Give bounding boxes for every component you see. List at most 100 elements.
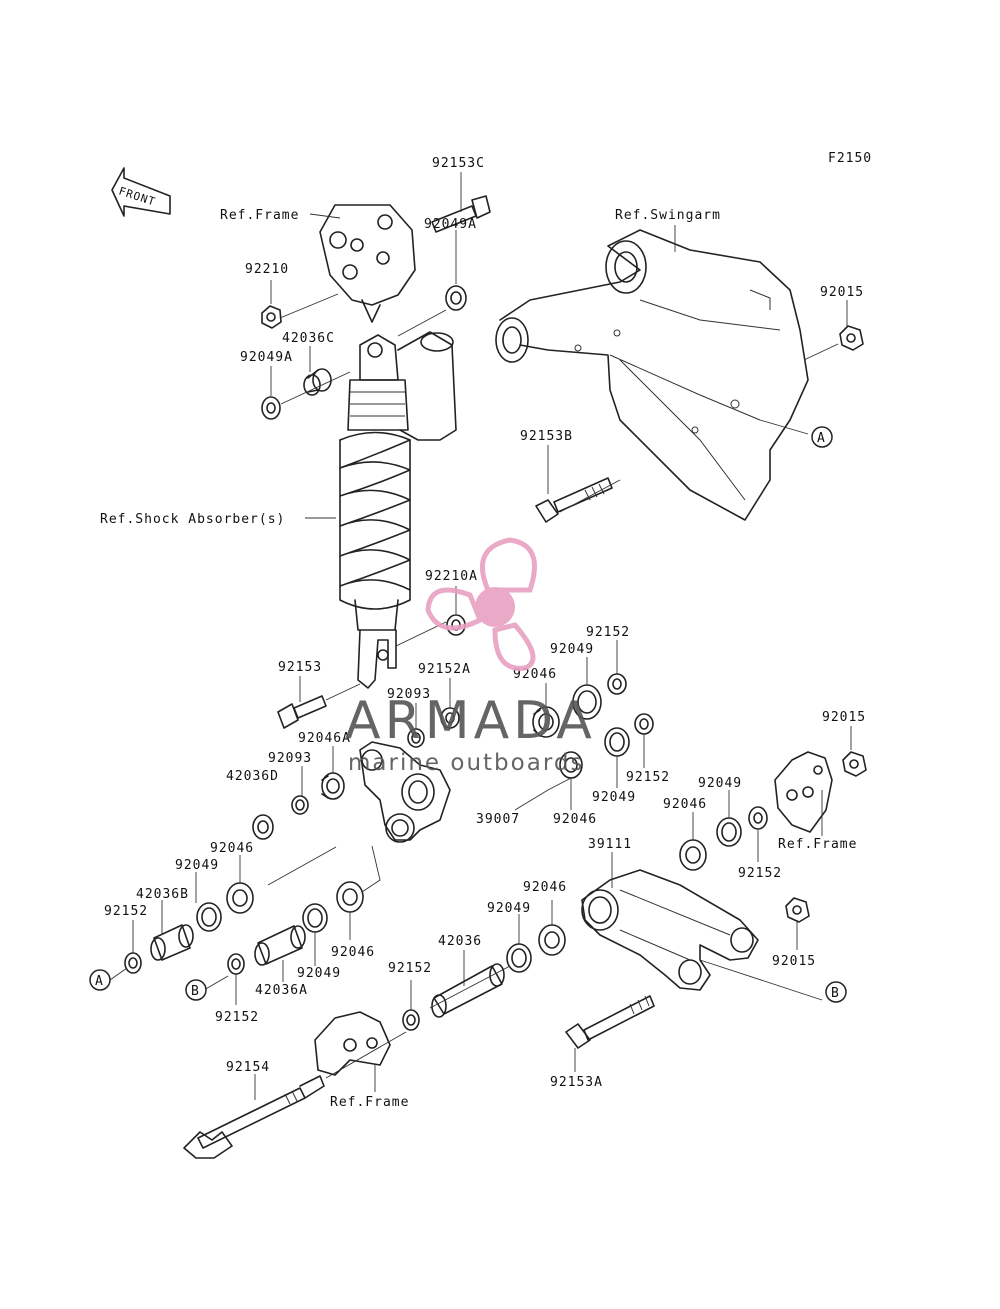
leader-lines [109,172,852,1100]
ref-circle-b1: B [185,979,207,1001]
label-92210: 92210 [245,262,289,277]
swingarm [495,229,809,521]
label-92049-lower: 92049 [487,901,531,916]
label-92046-mid: 92046 [513,667,557,682]
frame-bracket-bottom [314,1011,391,1076]
collar-42036B [150,924,194,961]
seal-92049A-left [261,396,281,420]
washer-92152-top [607,673,627,695]
label-92152-bottom: 92152 [215,1010,259,1025]
label-ref-swingarm: Ref.Swingarm [615,208,721,223]
seal-92049A-top [445,285,467,311]
washer-92152-left [124,952,142,974]
seal-92049-right [716,817,742,847]
svg-text:B: B [191,984,200,999]
watermark-tagline: marine outboards [348,750,584,776]
figure-code: F2150 [828,151,872,166]
label-92049-mid2: 92049 [592,790,636,805]
label-ref-frame-top: Ref.Frame [220,208,299,223]
svg-text:A: A [95,974,104,989]
washer-92093-b [291,795,309,815]
label-42036D: 42036D [226,769,279,784]
label-ref-frame-bottom: Ref.Frame [330,1095,409,1110]
label-92093-a: 92093 [387,687,431,702]
label-92046-lower: 92046 [523,880,567,895]
label-92210A: 92210A [425,569,478,584]
label-92046-right: 92046 [663,797,707,812]
label-92152-mid: 92152 [626,770,670,785]
collar-42036A [254,925,306,966]
washer-92152-mid [634,713,654,735]
watermark: ARMADA marine outboards [345,537,596,776]
label-92152-right: 92152 [738,866,782,881]
bolt-92153B [535,477,613,523]
tie-rod-39111 [581,869,759,991]
label-92046A: 92046A [298,731,351,746]
label-92046-mid2: 92046 [553,812,597,827]
label-92015-right: 92015 [822,710,866,725]
shock-absorber [339,331,457,689]
frame-bracket-right [774,751,833,833]
label-92049-right: 92049 [698,776,742,791]
washer-92152-b2 [227,953,245,975]
nut-92015-top [839,325,864,351]
label-92046-left: 92046 [210,841,254,856]
bolt-92153C [431,195,491,233]
seal-92049-left [196,902,222,932]
ref-circle-b2: B [825,981,847,1003]
label-92049-b2: 92049 [297,966,341,981]
seal-92049-lower [506,943,532,973]
shaft-92154 [183,1075,325,1159]
label-92049-left: 92049 [175,858,219,873]
label-42036B: 42036B [136,887,189,902]
bolt-92153 [277,695,327,729]
label-92093-b: 92093 [268,751,312,766]
bearing-92046-left [226,882,254,914]
label-ref-shock: Ref.Shock Absorber(s) [100,512,285,527]
propeller-logo-icon [425,537,537,671]
ref-circle-a2: A [89,969,111,991]
bearing-92046-lower [538,924,566,956]
ref-circle-a1: A [811,426,833,448]
label-92152-low: 92152 [388,961,432,976]
label-92153: 92153 [278,660,322,675]
svg-text:A: A [817,431,826,446]
label-92153C: 92153C [432,156,485,171]
collar-42036D [252,814,274,840]
label-39007: 39007 [476,812,520,827]
label-92152A: 92152A [418,662,471,677]
nut-92210 [261,305,282,329]
label-39111: 39111 [588,837,632,852]
svg-text:B: B [831,986,840,1001]
front-arrow-icon: FRONT [111,167,171,217]
rocker-arm-39007 [359,741,451,843]
label-92015-low: 92015 [772,954,816,969]
nut-92015-right [842,751,867,777]
bearing-92046-right [679,839,707,871]
label-42036A: 42036A [255,983,308,998]
label-42036: 42036 [438,934,482,949]
label-ref-frame-right: Ref.Frame [778,837,857,852]
frame-bracket-top [319,204,416,323]
part-labels: 92153C Ref.Frame 92049A 92210 42036C 920… [100,156,866,1110]
label-92049A-top: 92049A [424,217,477,232]
watermark-brand: ARMADA [345,691,596,751]
label-42036C: 42036C [282,331,335,346]
bearing-92046-b2 [336,881,364,913]
label-92015-top: 92015 [820,285,864,300]
label-92154: 92154 [226,1060,270,1075]
label-92152-top: 92152 [586,625,630,640]
label-92049-mid: 92049 [550,642,594,657]
nut-92015-low [785,897,810,923]
collar-42036 [431,963,505,1018]
washer-92152-low [402,1009,420,1031]
label-92152-left: 92152 [104,904,148,919]
label-92046-b2: 92046 [331,945,375,960]
seal-92049-mid2 [604,727,630,757]
label-92153A: 92153A [550,1075,603,1090]
label-92153B: 92153B [520,429,573,444]
collar-42036C [303,368,332,396]
bolt-92153A [565,995,655,1049]
